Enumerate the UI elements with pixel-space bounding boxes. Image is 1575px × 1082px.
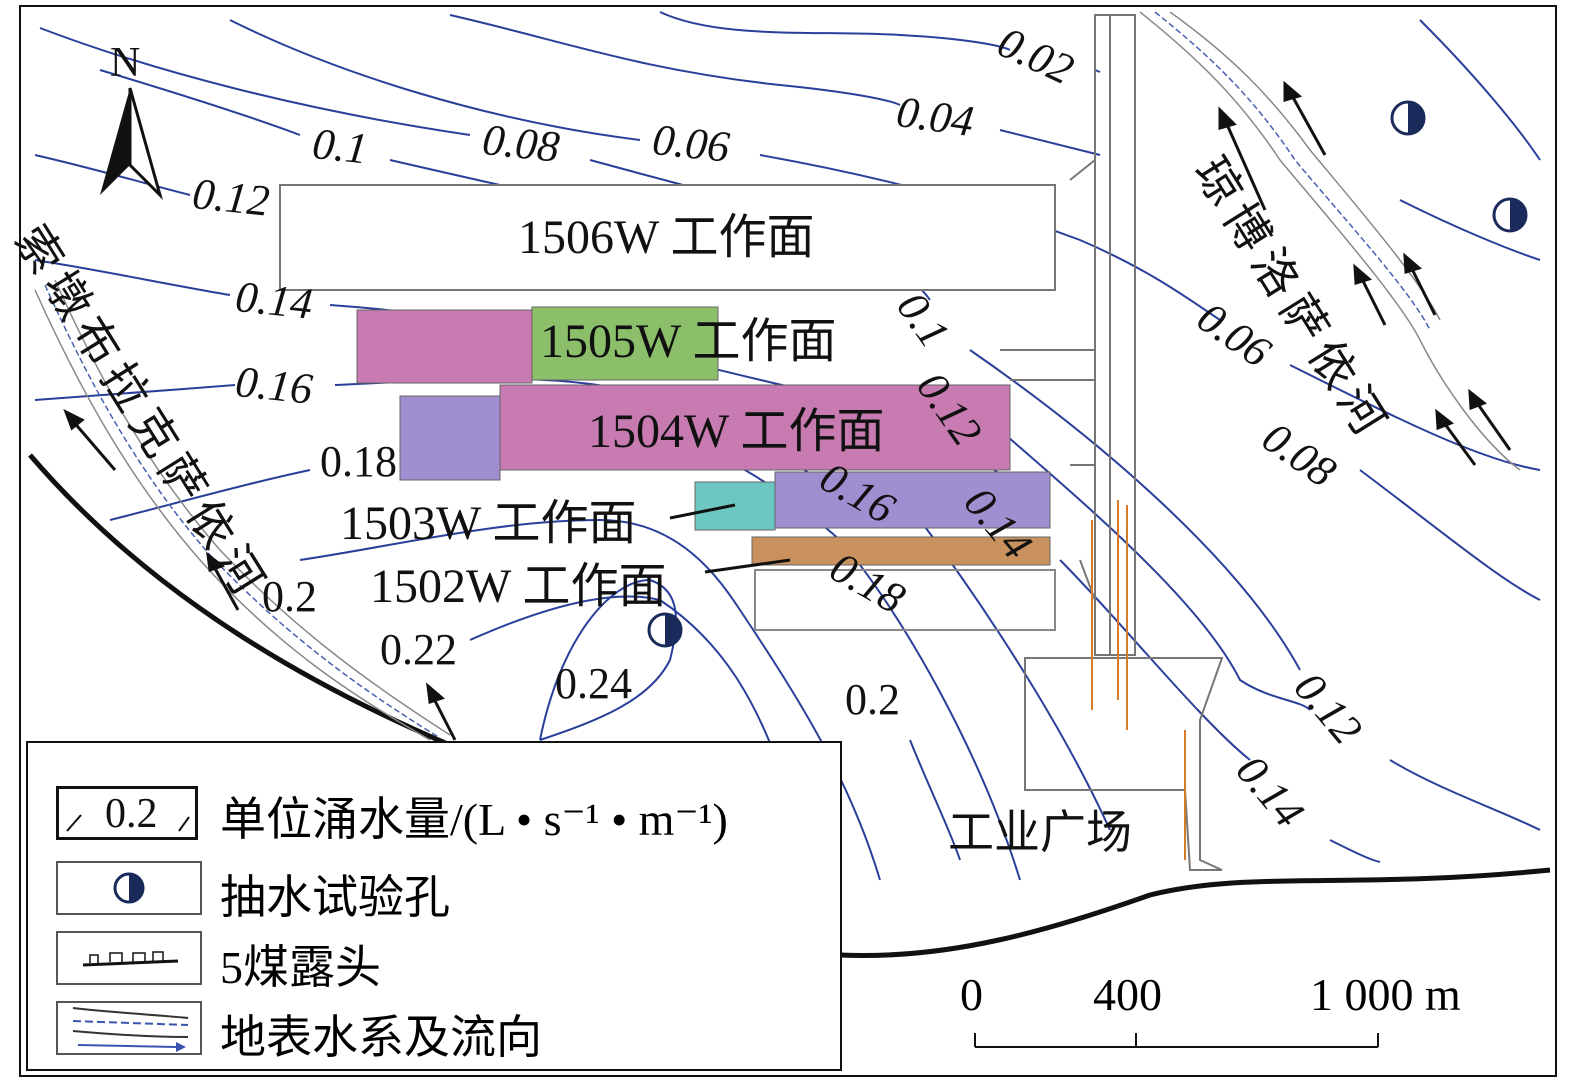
scale-tick-1000: 1 000 m [1310,969,1461,1020]
map-frame [19,5,1557,1077]
river-east [1139,11,1521,471]
coal-outcrop-icon [82,951,179,967]
contour-0.22 [469,595,791,801]
legend-river-symbol [56,1001,202,1055]
contour-label: 0.04 [893,87,977,147]
workface-label-1506w: 1506W 工作面 [518,211,815,264]
contour-0.24 [539,578,677,741]
contour-0.02 [659,11,1011,51]
legend-well-symbol [56,861,202,915]
contour-label: 0.16 [233,357,315,414]
workface-label-1503w: 1503W 工作面 [340,497,637,550]
workface-1506w [279,184,1056,291]
contour-label: 0.24 [555,659,632,708]
contour-0.08 [39,27,471,136]
workfaces [279,184,1056,631]
contour-label: 0.12 [190,169,272,226]
legend: 0.2 单位涌水量/(L • s⁻¹ • m⁻¹) 抽水试验孔 5煤露头 地表水… [26,741,842,1071]
north-arrow-icon [100,87,163,201]
pumping-wells [647,100,1528,648]
workface-label-1502w: 1502W 工作面 [370,560,667,613]
scale-bar [974,1033,1379,1048]
contour-label: 0.06 [650,115,732,172]
contour-0.18 [109,469,311,521]
contour-label: 0.2 [845,675,900,724]
coal-outcrop-west [28,453,451,748]
workface-1504w-purple [399,395,501,481]
workface-1504w-pink [499,384,1011,471]
legend-label-well: 抽水试验孔 [220,872,450,923]
contour-label: 0.08 [480,115,562,172]
drainage-lines [1091,500,1186,860]
contour-label: 0.1 [310,119,371,174]
scale-tick-0: 0 [960,969,983,1020]
industrial-site-label: 工业广场 [948,807,1132,858]
legend-contour-sample: 0.2 [105,791,158,837]
workface-label-1504w: 1504W 工作面 [588,405,885,458]
pumping-well-icon [1390,100,1426,136]
contour-0.1 [99,69,301,136]
pumping-well-icon [647,612,683,648]
scale-tick-400: 400 [1093,969,1162,1020]
workface-1503w-purple [774,471,1051,529]
workface-1505w-green [531,306,719,381]
legend-label-contour: 单位涌水量/(L • s⁻¹ • m⁻¹) [220,794,728,845]
pumping-well-icon [1492,197,1528,233]
legend-label-river: 地表水系及流向 [220,1012,542,1063]
contour-label: 0.18 [320,437,397,486]
workface-1502w [751,536,1051,566]
contour-0.14 [34,259,231,296]
flow-arrows [63,80,1512,741]
north-label: N [110,40,141,86]
contour-0.16 [34,384,236,401]
workface-label-1505w: 1505W 工作面 [540,315,837,368]
river-flow-icon [72,1007,189,1052]
contour-label: 0.14 [233,272,315,329]
workface-1505w-mined [356,309,533,384]
roadways [1000,14,1224,871]
contour-label: 0.22 [380,625,457,674]
contour-0.06 [229,19,641,141]
contour-0.04 [449,14,901,106]
pumping-well-icon [113,872,145,904]
legend-contour-symbol: 0.2 [56,786,198,840]
legend-label-outcrop: 5煤露头 [220,942,381,993]
coal-outcrop [839,867,1551,959]
contour-label: 0.2 [262,572,317,621]
contour-0.12 [34,154,191,196]
legend-outcrop-symbol [56,931,202,985]
